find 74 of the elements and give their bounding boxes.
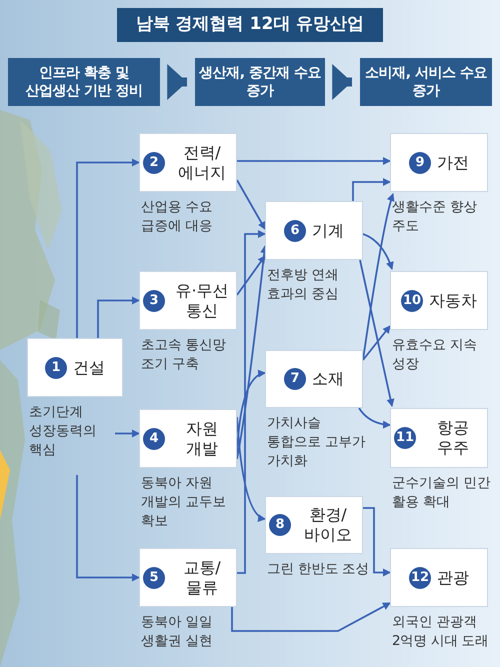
arrow: [115, 430, 140, 438]
industry-box: [265, 201, 363, 260]
industry-box: [27, 338, 123, 397]
description-label: 생활수준 향상 주도: [392, 198, 478, 236]
industry-label: 소재: [312, 369, 344, 389]
description-label: 전후방 연쇄 효과의 중심: [267, 266, 340, 304]
arrow: [231, 602, 391, 632]
industry-label: 관광: [437, 568, 469, 588]
description-label: 초고속 통신망 조기 구축: [141, 336, 227, 374]
title: 남북 경제협력 12대 유망산업: [136, 13, 364, 36]
arrow: [167, 64, 187, 100]
description-label: 동북아 일일 생활권 실현: [141, 613, 214, 651]
arrow: [359, 260, 394, 407]
industry-label: 항공 우주: [436, 418, 470, 458]
industry-label: 유·무선 통신: [174, 280, 230, 320]
industry-box: [390, 133, 488, 192]
arrow: [76, 158, 140, 338]
description-label: 외국인 관광객 2억명 시대 도래: [392, 613, 490, 651]
industry-box: [265, 350, 363, 408]
stage-label: 소비재, 서비스 수요 증가: [364, 64, 488, 100]
industry-label: 환경/ 바이오: [303, 505, 353, 545]
arrow: [358, 408, 391, 428]
arrow: [236, 180, 266, 230]
arrow: [362, 233, 394, 270]
description-label: 가치사슬 통합으로 고부가 가치화: [267, 414, 366, 471]
industry-box: [139, 409, 237, 468]
number-badge: 6: [284, 220, 306, 242]
number-badge: 11: [394, 427, 416, 449]
number-badge: 8: [269, 514, 291, 536]
arrow: [237, 157, 391, 165]
industry-label: 교통/ 물류: [182, 558, 222, 598]
industry-label: 전력/ 에너지: [177, 142, 227, 182]
industry-label: 가전: [437, 152, 469, 172]
industry-label: 자동차: [429, 290, 477, 310]
description-label: 그린 한반도 조성: [267, 560, 370, 579]
arrow: [332, 64, 352, 100]
arrow: [363, 507, 391, 576]
arrow: [362, 193, 395, 360]
number-badge: 12: [409, 566, 431, 588]
stage-banner: [8, 58, 160, 106]
description-label: 군수기술의 민간 활용 확대: [392, 474, 492, 512]
industry-label: 자원 개발: [185, 418, 219, 458]
industry-box: [139, 271, 237, 330]
description-label: 동북아 자원 개발의 교두보 확보: [141, 474, 227, 531]
description-label: 산업용 수요 급증에 대응: [141, 198, 214, 236]
number-badge: 3: [143, 290, 165, 312]
stage-banner: [360, 58, 492, 106]
industry-box: [390, 548, 488, 607]
stage-label: 인프라 확충 및 산업생산 기반 정비: [24, 64, 144, 100]
industry-box: [139, 548, 237, 607]
industry-label: 기계: [312, 220, 344, 240]
stage-banner: [195, 58, 325, 106]
arrow: [236, 255, 266, 296]
stage-label: 생산재, 중간재 수요 증가: [199, 64, 321, 100]
arrow: [362, 325, 391, 361]
number-badge: 9: [409, 152, 431, 174]
industry-label: 건설: [73, 358, 105, 378]
description-label: 유효수요 지속 성장: [392, 336, 478, 374]
number-badge: 5: [143, 566, 165, 588]
arrow: [76, 475, 140, 582]
number-badge: 7: [284, 368, 306, 390]
number-badge: 4: [143, 428, 165, 450]
industry-box: [390, 408, 488, 468]
arrow: [236, 416, 266, 521]
arrow: [352, 178, 391, 201]
number-badge: 1: [45, 356, 67, 378]
number-badge: 2: [143, 152, 165, 174]
description-label: 초기단계 성장동력의 핵심: [29, 403, 98, 460]
number-badge: 10: [401, 290, 423, 312]
industry-box: [265, 496, 363, 554]
industry-box: [139, 133, 237, 192]
industry-box: [390, 271, 488, 330]
arrow: [97, 296, 140, 338]
arrow: [237, 230, 266, 574]
